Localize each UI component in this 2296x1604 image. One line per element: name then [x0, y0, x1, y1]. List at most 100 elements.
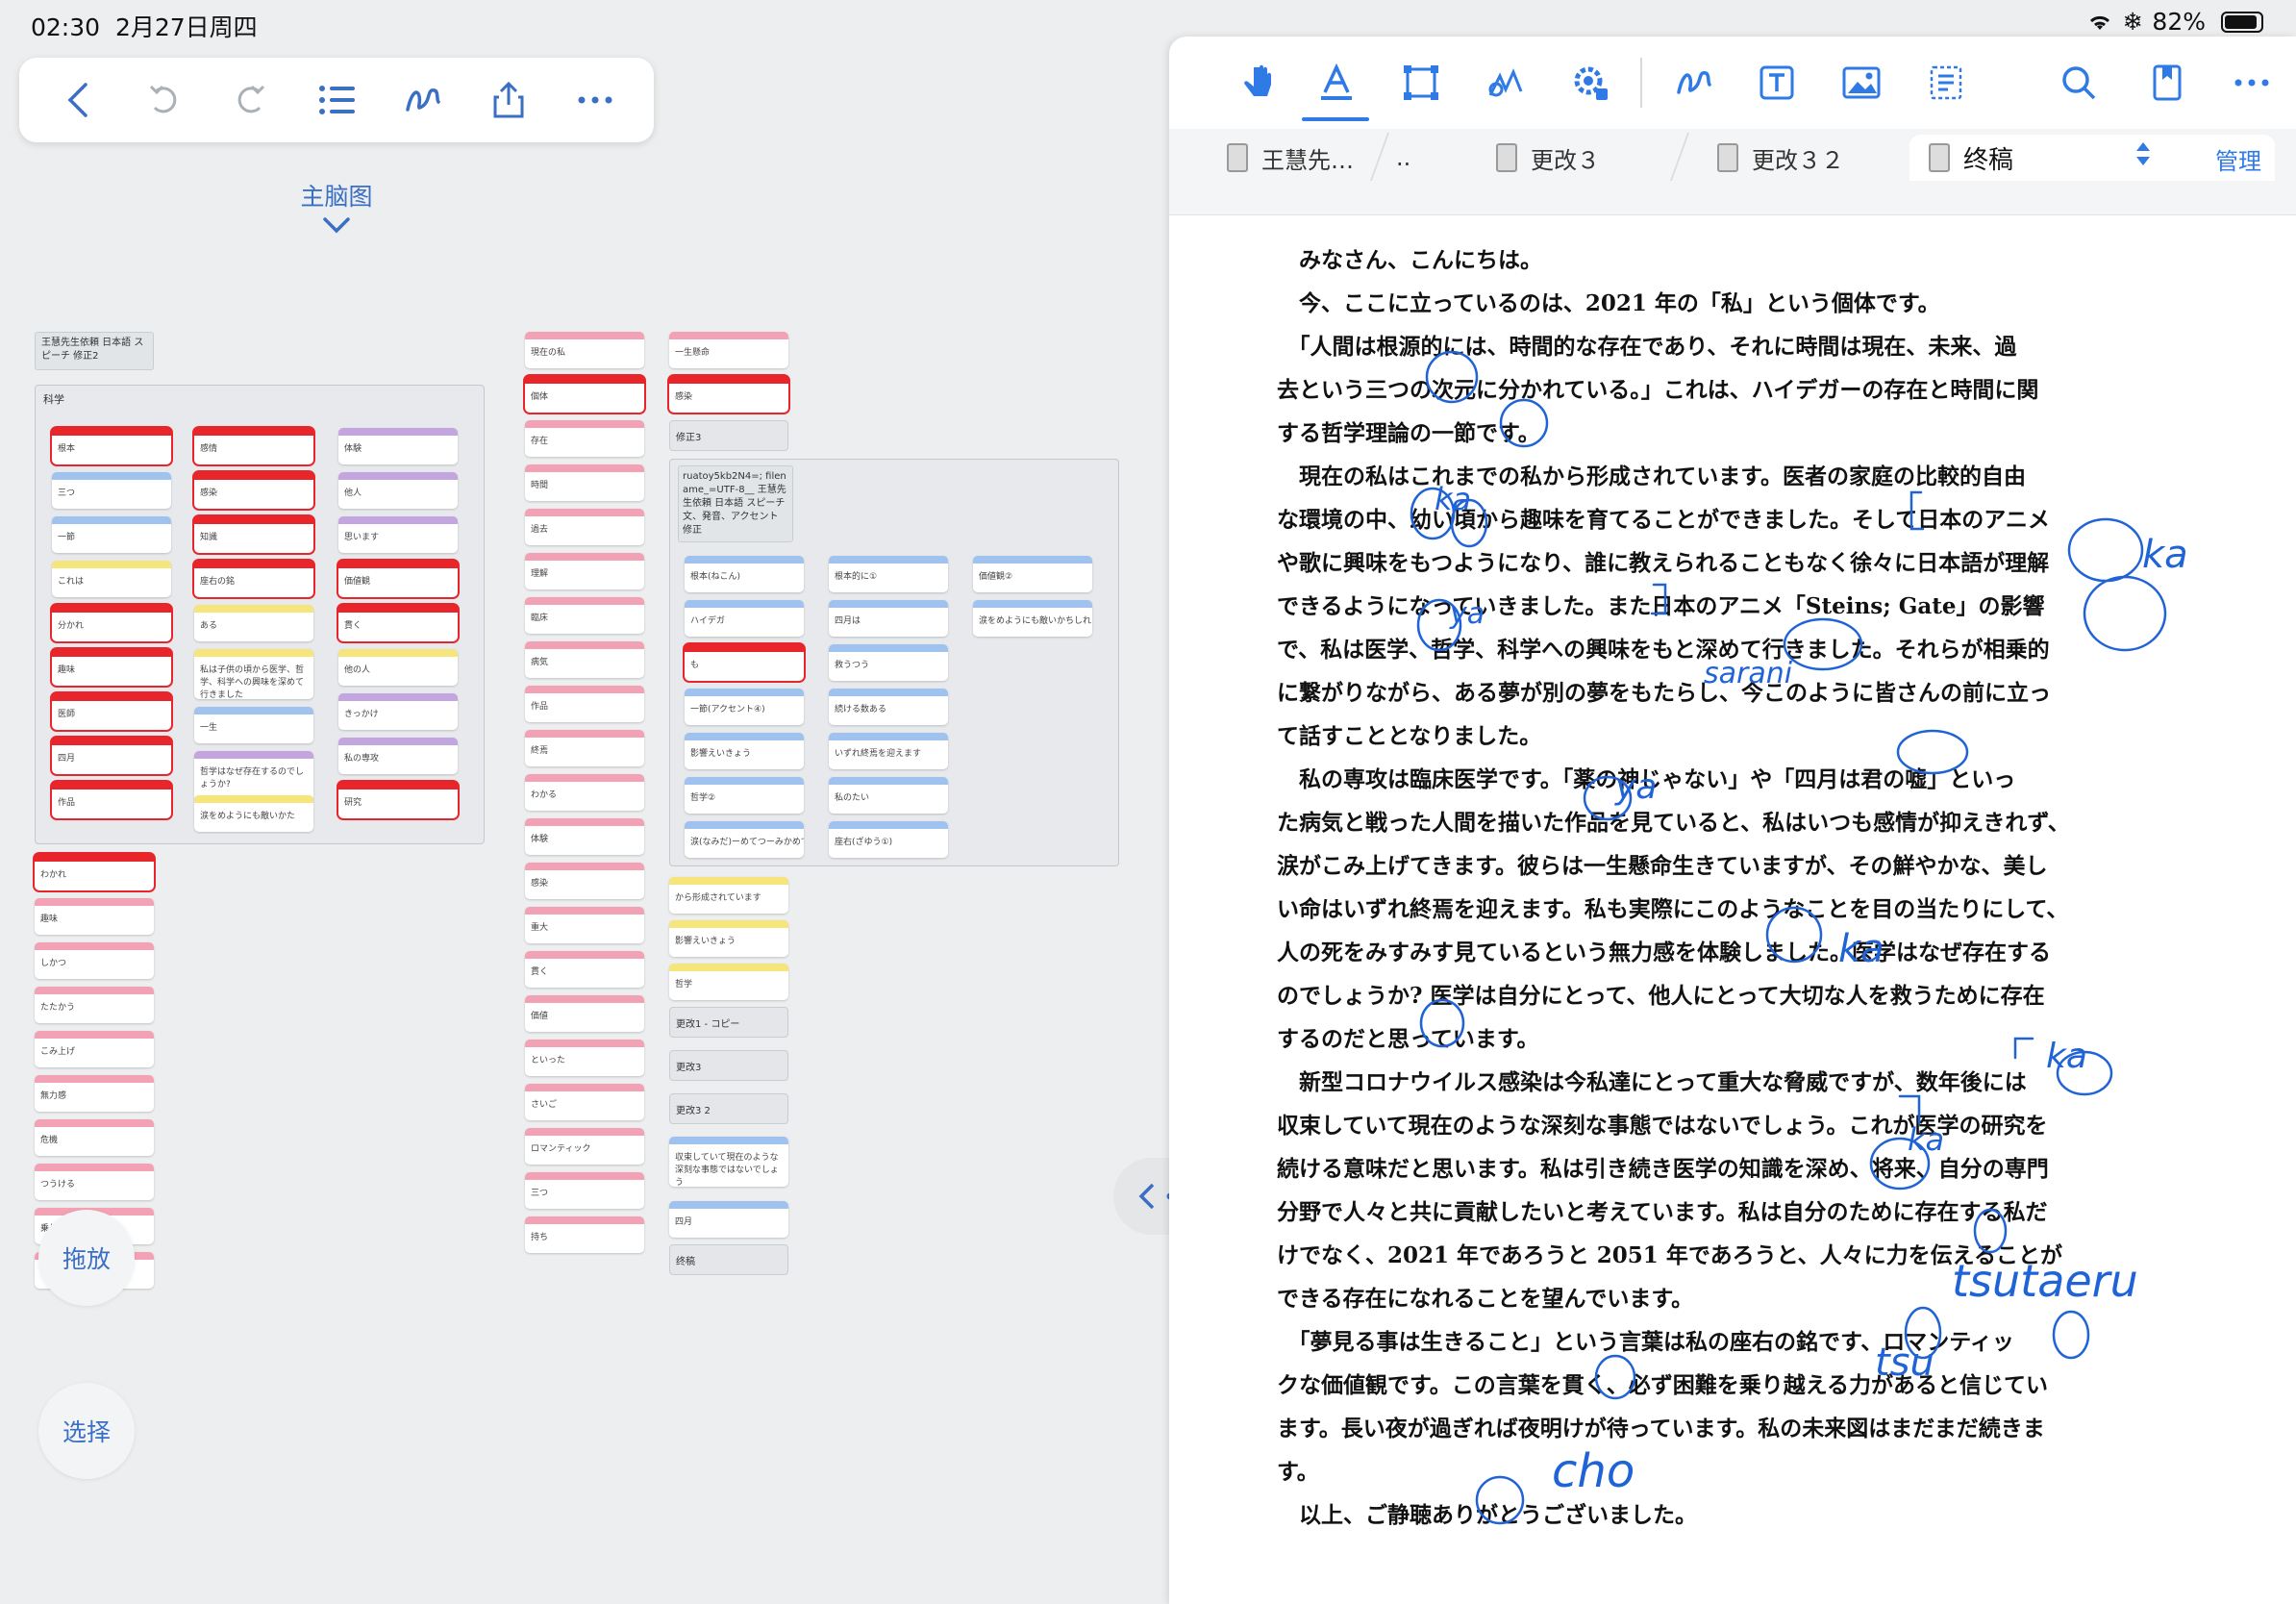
- mindmap-node[interactable]: わかる: [525, 774, 644, 811]
- pen-icon[interactable]: [1667, 56, 1721, 110]
- more-icon[interactable]: [566, 71, 624, 129]
- mindmap-node[interactable]: 三つ: [525, 1172, 644, 1209]
- root-node[interactable]: 王慧先生依頼 日本語 スピーチ 修正2: [35, 332, 154, 370]
- mindmap-node[interactable]: こみ上げ: [35, 1031, 154, 1067]
- hand-icon[interactable]: [1232, 56, 1285, 110]
- mindmap-node[interactable]: 更改3: [669, 1050, 788, 1081]
- undo-icon[interactable]: [136, 71, 193, 129]
- tab-doc-2[interactable]: 更改３: [1496, 137, 1600, 179]
- outline-list-icon[interactable]: [308, 71, 365, 129]
- mindmap-node[interactable]: 終焉: [525, 730, 644, 766]
- mindmap-node[interactable]: といった: [525, 1040, 644, 1076]
- mindmap-node[interactable]: これは: [52, 561, 171, 597]
- mindmap-node[interactable]: 臨床: [525, 597, 644, 634]
- mindmap-node[interactable]: 座右(ざゆう①): [829, 821, 948, 858]
- mindmap-node[interactable]: ハイデガ: [685, 600, 804, 637]
- mindmap-node[interactable]: 作品: [52, 782, 171, 818]
- mindmap-node[interactable]: 重大: [525, 907, 644, 943]
- drag-button[interactable]: 拖放: [38, 1210, 135, 1306]
- mindmap-node[interactable]: 一生: [194, 707, 313, 743]
- crop-icon[interactable]: [1394, 56, 1448, 110]
- mindmap-node[interactable]: 貫く: [338, 605, 458, 641]
- mindmap-node[interactable]: 趣味: [35, 898, 154, 935]
- mindmap-node[interactable]: 一節(アクセント④): [685, 689, 804, 725]
- mindmap-node[interactable]: 感染: [194, 472, 313, 509]
- mindmap-node[interactable]: つうける: [35, 1164, 154, 1200]
- more-icon[interactable]: [2225, 56, 2279, 110]
- redo-icon[interactable]: [221, 71, 279, 129]
- mindmap-node[interactable]: ある: [194, 605, 313, 641]
- pen-icon[interactable]: [394, 71, 452, 129]
- mindmap-node[interactable]: 価値: [525, 995, 644, 1032]
- chevron-down-icon[interactable]: [322, 216, 351, 238]
- mindmap-node[interactable]: 一節: [52, 516, 171, 553]
- mindmap-node[interactable]: 個体: [525, 376, 644, 413]
- mindmap-node[interactable]: 価値観: [338, 561, 458, 597]
- mindmap-node[interactable]: 涙(なみだ)ーめてつーみかめて: [685, 821, 804, 858]
- mindmap-node[interactable]: いずれ終焉を迎えます: [829, 733, 948, 769]
- mindmap-node[interactable]: 趣味: [52, 649, 171, 686]
- tab-doc-4-active[interactable]: 终稿: [1909, 135, 2275, 181]
- mindmap-node[interactable]: 感染: [525, 863, 644, 899]
- mindmap-node[interactable]: 過去: [525, 509, 644, 545]
- tab-doc-1[interactable]: 王慧先…..: [1227, 137, 1410, 179]
- share-icon[interactable]: [480, 71, 537, 129]
- mindmap-node[interactable]: 一生懸命: [669, 332, 788, 368]
- mindmap-node[interactable]: 涙をめようにも敵いかちしれません: [973, 600, 1092, 637]
- mindmap-node[interactable]: 体験: [525, 818, 644, 855]
- mindmap-node[interactable]: 価値観②: [973, 556, 1092, 592]
- mindmap-node[interactable]: 無力感: [35, 1075, 154, 1112]
- mindmap-node[interactable]: 终稿: [669, 1244, 788, 1275]
- back-icon[interactable]: [49, 71, 107, 129]
- mindmap-node[interactable]: 根本(ねこん): [685, 556, 804, 592]
- mindmap-node[interactable]: 更改1 - コピー: [669, 1007, 788, 1038]
- bookmark-icon[interactable]: [2140, 56, 2194, 110]
- mindmap-node[interactable]: 他人: [338, 472, 458, 509]
- select-button[interactable]: 选择: [38, 1383, 135, 1479]
- mindmap-node[interactable]: 哲学②: [685, 777, 804, 814]
- mindmap-node[interactable]: 影響えいきょう: [669, 920, 788, 957]
- mindmap-node[interactable]: 私は子供の頃から医学、哲学、科学への興味を深めて行きました: [194, 649, 313, 699]
- mindmap-node[interactable]: さいご: [525, 1084, 644, 1120]
- mindmap-node[interactable]: 医師: [52, 693, 171, 730]
- mindmap-node[interactable]: 根本的に①: [829, 556, 948, 592]
- mindmap-node[interactable]: から形成されています: [669, 877, 788, 914]
- mindmap-node[interactable]: 哲学: [669, 964, 788, 1000]
- manage-tabs-button[interactable]: 管理: [2215, 148, 2261, 175]
- mindmap-node[interactable]: 感染: [669, 376, 788, 413]
- mindmap-node[interactable]: 現在の私: [525, 332, 644, 368]
- mindmap-node[interactable]: 根本: [52, 428, 171, 464]
- mindmap-node[interactable]: 体験: [338, 428, 458, 464]
- mindmap-node[interactable]: しかつ: [35, 942, 154, 979]
- mindmap-node[interactable]: 存在: [525, 420, 644, 457]
- mindmap-node[interactable]: 続ける数ある: [829, 689, 948, 725]
- mindmap-node[interactable]: ロマンティック: [525, 1128, 644, 1165]
- sort-icon[interactable]: [2134, 140, 2152, 171]
- mindmap-node[interactable]: 哲学はなぜ存在するのでしょうか?: [194, 751, 313, 801]
- search-icon[interactable]: [2052, 56, 2106, 110]
- tab-doc-3[interactable]: 更改３２: [1717, 137, 1844, 179]
- mindmap-node[interactable]: 分かれ: [52, 605, 171, 641]
- mindmap-node[interactable]: 更改3 2: [669, 1093, 788, 1124]
- mindmap-node[interactable]: も: [685, 644, 804, 681]
- mindmap-node[interactable]: 時間: [525, 464, 644, 501]
- document-text[interactable]: みなさん、こんにちは。 今、ここに立っているのは、2021 年の「私」という個体…: [1277, 238, 2070, 1537]
- text-tool-icon[interactable]: [1310, 56, 1363, 110]
- image-icon[interactable]: [1834, 56, 1888, 110]
- mindmap-node[interactable]: 救うつう: [829, 644, 948, 681]
- mindmap-node[interactable]: 作品: [525, 686, 644, 722]
- textbox-icon[interactable]: [1750, 56, 1804, 110]
- mindmap-node[interactable]: 三つ: [52, 472, 171, 509]
- mindmap-node[interactable]: 四月: [52, 738, 171, 774]
- mindmap-node[interactable]: 研究: [338, 782, 458, 818]
- mindmap-title[interactable]: 主脑图: [300, 183, 373, 211]
- mindmap-node[interactable]: きっかけ: [338, 693, 458, 730]
- mindmap-node[interactable]: 他の人: [338, 649, 458, 686]
- mindmap-node[interactable]: 私の専攻: [338, 738, 458, 774]
- settings-icon[interactable]: [1563, 56, 1617, 110]
- mindmap-node[interactable]: 知識: [194, 516, 313, 553]
- mindmap-node[interactable]: 収束していて現在のような深刻な事態ではないでしょう: [669, 1137, 788, 1187]
- signature-icon[interactable]: [1479, 56, 1533, 110]
- mindmap-node[interactable]: 病気: [525, 641, 644, 678]
- mindmap-node[interactable]: 影響えいきょう: [685, 733, 804, 769]
